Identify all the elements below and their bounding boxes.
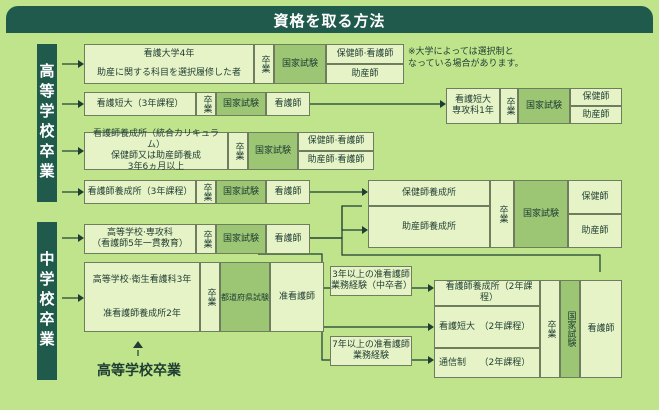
national-exam-step: 国家試験 bbox=[514, 180, 568, 248]
course-label: 准看護師養成所2年 bbox=[103, 308, 181, 319]
national-exam-step: 国家試験 bbox=[216, 224, 266, 254]
national-exam-step: 国家試験 bbox=[518, 88, 570, 124]
connector-r5-bot bbox=[310, 237, 601, 272]
course-public-health-nurse-school: 保健師養成所 bbox=[368, 180, 490, 206]
qualification: 看護師 bbox=[266, 224, 310, 254]
connector-mid-lower bbox=[341, 206, 362, 231]
title-underline bbox=[6, 31, 653, 33]
course-label: 助産に関する科目を選択履修した者 bbox=[96, 68, 241, 78]
bottom-label-high-school: 高等学校卒業 bbox=[97, 363, 181, 379]
national-exam-step: 国家試験 bbox=[216, 92, 266, 116]
page-title: 資格を取る方法 bbox=[273, 12, 386, 30]
course-nurse-school-3yr: 看護師養成所（3年課程） bbox=[84, 180, 196, 204]
graduation-step: 卒業 bbox=[254, 44, 274, 84]
national-exam-step: 国家試験 bbox=[560, 280, 580, 378]
qualification: 保健師·看護師 bbox=[326, 44, 404, 64]
graduation-step: 卒業 bbox=[196, 180, 216, 204]
national-exam-step: 国家試験 bbox=[274, 44, 326, 84]
course-assistant-nurse: 高等学校·衛生看護科3年 准看護師養成所2年 bbox=[84, 262, 200, 332]
course-junior-college-advanced: 看護短大 専攻科1年 bbox=[446, 88, 500, 124]
qualification: 助産師 bbox=[568, 214, 622, 248]
graduation-step: 卒業 bbox=[540, 280, 560, 378]
course-junior-college-2yr: 看護短大 （2年課程） bbox=[434, 306, 540, 348]
title-bar: 資格を取る方法 bbox=[6, 6, 653, 32]
section-label-high-school: 高等学校卒業 bbox=[37, 44, 57, 202]
qualification: 保健師·看護師 bbox=[298, 132, 374, 151]
qualification: 助産師 bbox=[326, 64, 404, 84]
course-label: 看護大学4年 bbox=[143, 49, 195, 59]
course-junior-college: 看護短大（3年課程） bbox=[84, 92, 196, 116]
qualification: 看護師 bbox=[266, 180, 310, 204]
course-integrated-curriculum: 看護師養成所（統合カリキュラム） 保健師又は助産師養成 3年6ヵ月以上 bbox=[84, 129, 228, 172]
graduation-step: 卒業 bbox=[490, 180, 514, 248]
qualification: 准看護師 bbox=[270, 262, 324, 332]
national-exam-step: 国家試験 bbox=[248, 132, 298, 170]
section-label-middle-school: 中学校卒業 bbox=[37, 222, 57, 380]
graduation-step: 卒業 bbox=[196, 92, 216, 116]
course-correspondence-2yr: 通信制 （2年課程） bbox=[434, 348, 540, 378]
prefectural-exam-step: 都道府県試験 bbox=[220, 262, 270, 332]
course-label: 高等学校·衛生看護科3年 bbox=[92, 274, 192, 285]
qualification: 看護師 bbox=[266, 92, 310, 116]
national-exam-step: 国家試験 bbox=[216, 180, 266, 204]
graduation-step: 卒業 bbox=[228, 132, 248, 170]
course-midwife-school: 助産師養成所 bbox=[368, 206, 490, 248]
qualification: 看護師 bbox=[580, 280, 622, 378]
graduation-step: 卒業 bbox=[200, 262, 220, 332]
connector-r5-mid bbox=[310, 205, 362, 239]
experience-3yr: 3年以上の准看護師 業務経験（中卒者） bbox=[330, 266, 412, 296]
footnote: ※大学によっては選択制と なっている場合があります。 bbox=[408, 47, 524, 69]
graduation-step: 卒業 bbox=[196, 224, 216, 254]
qualification: 保健師 bbox=[570, 88, 622, 106]
course-nursing-univ: 看護大学4年 助産に関する科目を選択履修した者 bbox=[84, 44, 254, 84]
course-high-school-5yr: 高等学校·専攻科 （看護師5年一貫教育） bbox=[84, 224, 196, 254]
course-nurse-school-2yr: 看護師養成所（2年課程） bbox=[434, 280, 540, 306]
graduation-step: 卒業 bbox=[500, 88, 518, 124]
experience-7yr: 7年以上の准看護師 業務経験 bbox=[330, 336, 412, 366]
qualification: 助産師·看護師 bbox=[298, 151, 374, 170]
qualification: 助産師 bbox=[570, 106, 622, 124]
qualification: 保健師 bbox=[568, 180, 622, 214]
